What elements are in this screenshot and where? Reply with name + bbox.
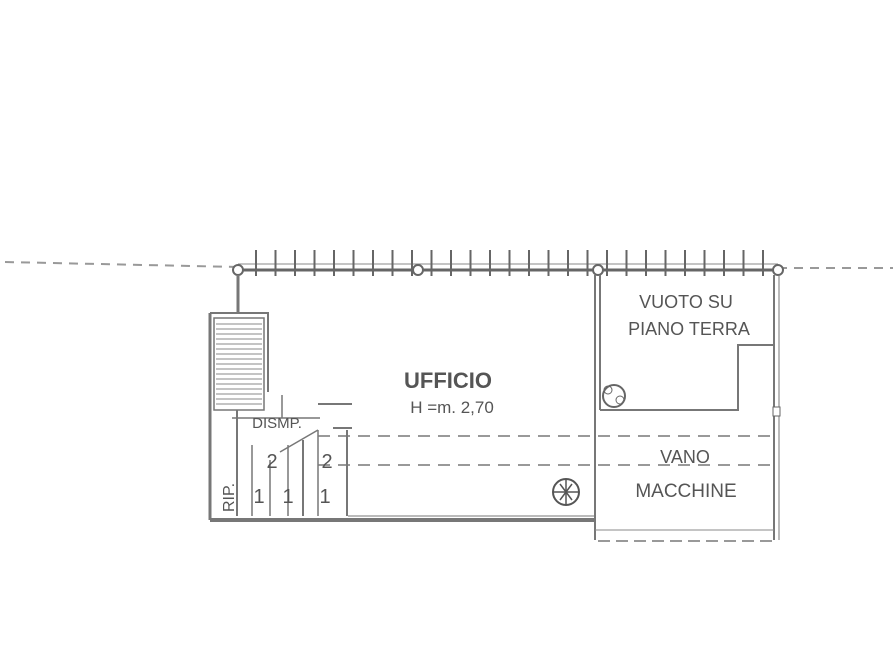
railing-node (412, 264, 424, 276)
railing-node (232, 264, 244, 276)
office-height-label: H =m. 2,70 (410, 398, 494, 417)
storage-cell-label: 1 (253, 486, 264, 508)
storage-cell-label: 1 (319, 486, 330, 508)
storage-compartments (232, 395, 352, 516)
storage-cell-label: 2 (266, 451, 277, 473)
plant-symbol (602, 384, 626, 408)
storage-label: DISMP. (252, 415, 302, 432)
office-name-label: UFFICIO (404, 368, 492, 393)
balcony-railing (232, 250, 784, 276)
machine-room-label-line2: MACCHINE (635, 481, 736, 502)
machine-room-dashes (318, 435, 778, 542)
void-area-walls (600, 275, 781, 540)
railing-node (592, 264, 604, 276)
machine-room-label-line1: VANO (660, 447, 710, 467)
office-walls (208, 275, 601, 540)
north-arrow-icon (552, 478, 580, 506)
storage-side-label: RIP. (221, 483, 238, 512)
stair (213, 317, 265, 411)
storage-cell-label: 1 (282, 486, 293, 508)
boundary-line-left (4, 261, 239, 268)
storage-cell-label: 2 (321, 451, 332, 473)
void-label-line1: VUOTO SU (639, 292, 733, 312)
void-label-line2: PIANO TERRA (628, 319, 750, 339)
railing-node (772, 264, 784, 276)
